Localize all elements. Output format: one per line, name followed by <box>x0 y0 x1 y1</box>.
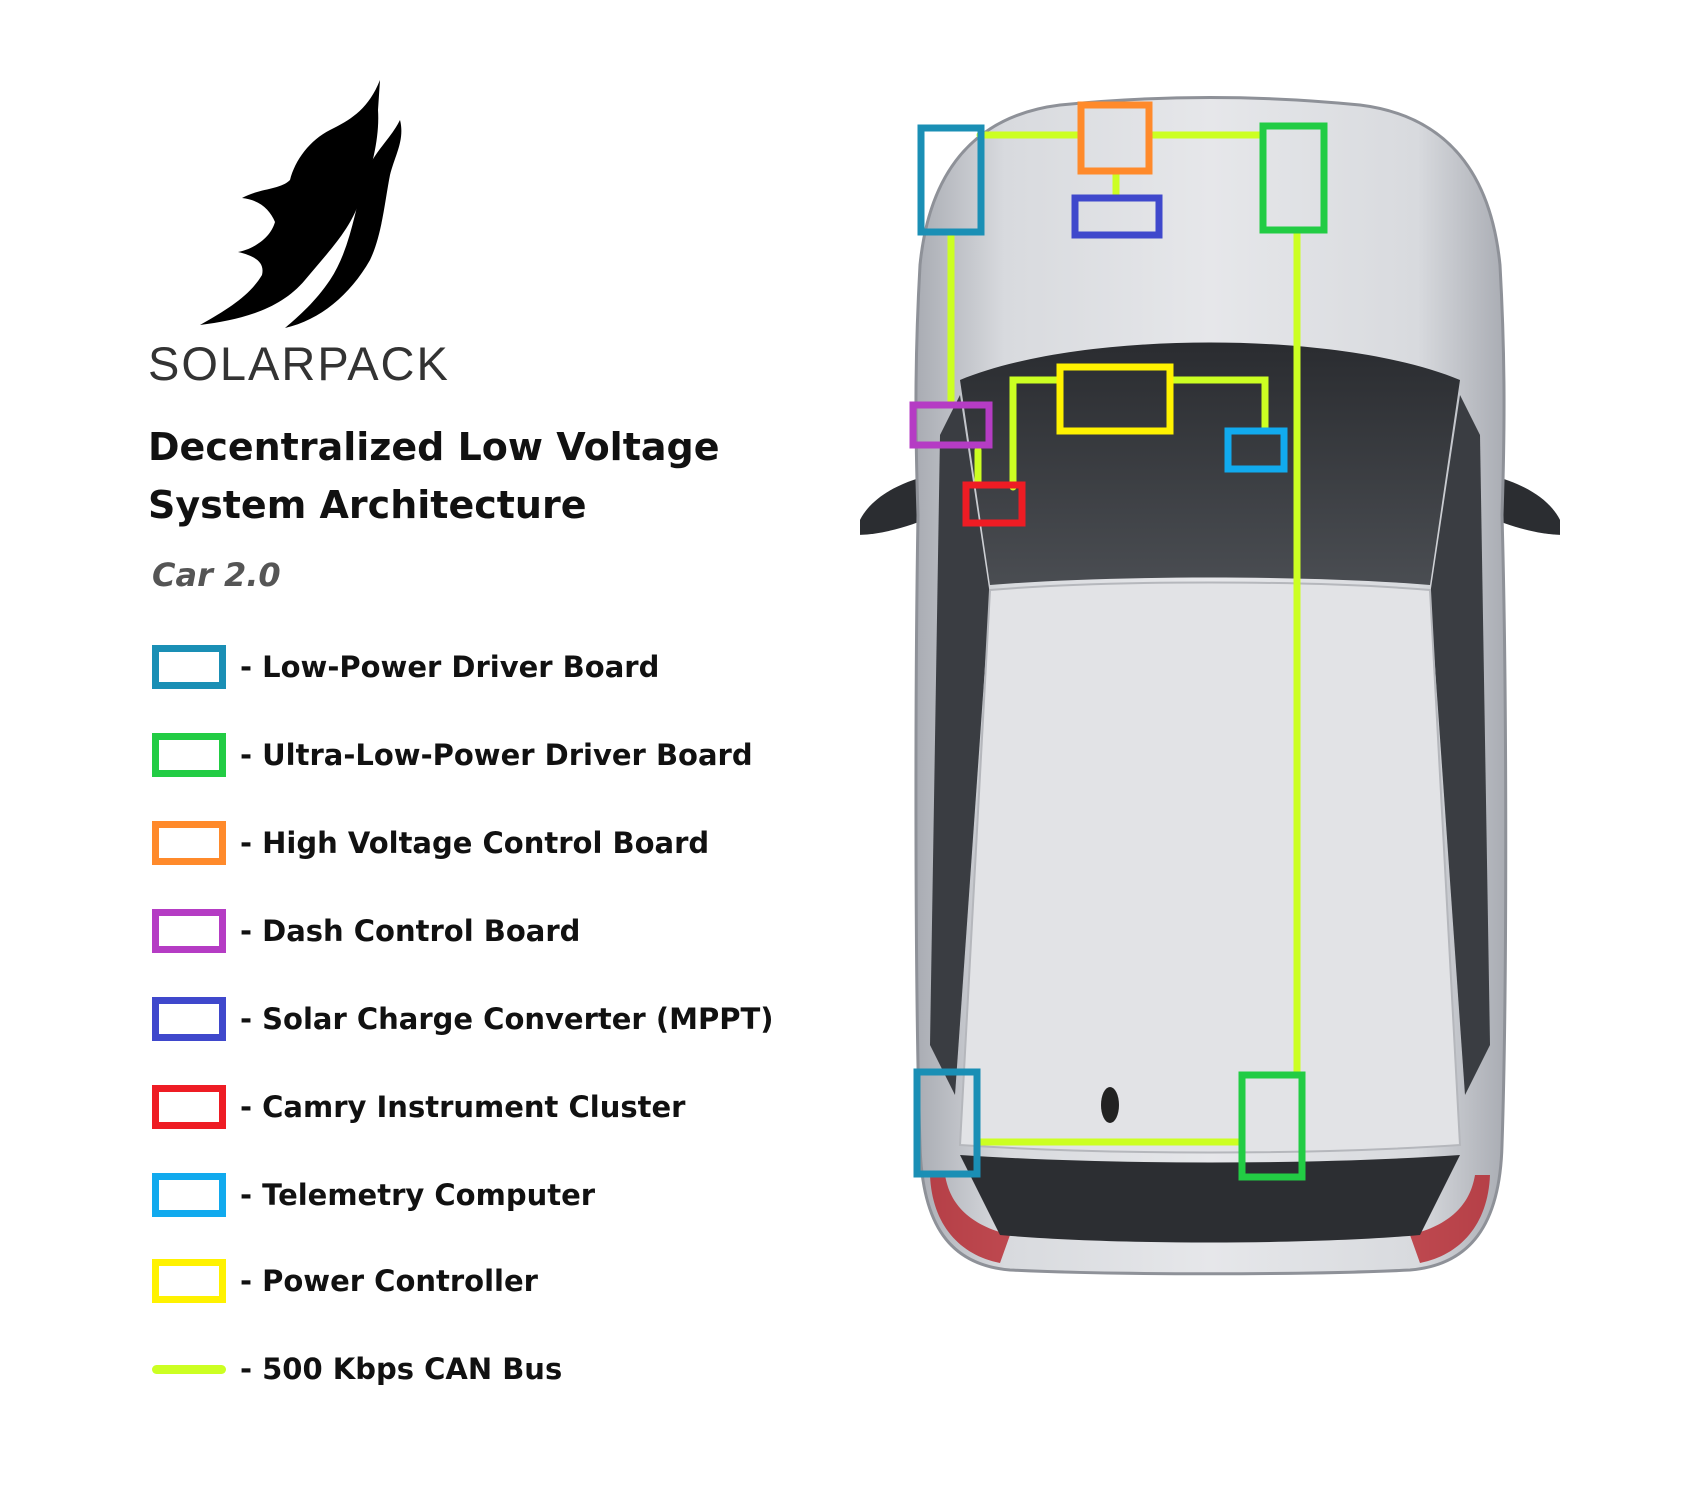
antenna <box>1101 1087 1119 1123</box>
legend-swatch <box>152 1259 226 1303</box>
legend-label: - High Voltage Control Board <box>240 826 709 860</box>
legend-item-low-power-driver: - Low-Power Driver Board <box>152 640 659 694</box>
legend-label: - Low-Power Driver Board <box>240 650 659 684</box>
legend-item-instrument-cluster: - Camry Instrument Cluster <box>152 1080 685 1134</box>
legend-item-can-bus: - 500 Kbps CAN Bus <box>152 1342 562 1396</box>
legend-label: - Telemetry Computer <box>240 1178 595 1212</box>
rear-window <box>960 1155 1460 1243</box>
subtitle: Car 2.0 <box>152 556 281 594</box>
legend-swatch <box>152 997 226 1041</box>
legend-item-telemetry: - Telemetry Computer <box>152 1168 595 1222</box>
legend-item-power-controller: - Power Controller <box>152 1254 538 1308</box>
legend-item-mppt: - Solar Charge Converter (MPPT) <box>152 992 773 1046</box>
legend-item-ultra-low-power-driver: - Ultra-Low-Power Driver Board <box>152 728 753 782</box>
legend-swatch <box>152 645 226 689</box>
roof <box>960 583 1460 1153</box>
legend-swatch <box>152 1085 226 1129</box>
legend-label: - Dash Control Board <box>240 914 580 948</box>
legend-item-high-voltage-control: - High Voltage Control Board <box>152 816 709 870</box>
legend-swatch <box>152 909 226 953</box>
wolf-silhouette-icon <box>200 80 440 330</box>
legend-label: - Solar Charge Converter (MPPT) <box>240 1002 773 1036</box>
title-line-2: System Architecture <box>148 476 788 534</box>
legend-swatch <box>152 733 226 777</box>
legend-label: - Power Controller <box>240 1264 538 1298</box>
page-title: Decentralized Low Voltage System Archite… <box>148 418 788 534</box>
legend-label: - 500 Kbps CAN Bus <box>240 1352 562 1386</box>
title-line-1: Decentralized Low Voltage <box>148 418 788 476</box>
legend-label: - Ultra-Low-Power Driver Board <box>240 738 753 772</box>
legend-swatch <box>152 1173 226 1217</box>
legend-item-dash-control: - Dash Control Board <box>152 904 580 958</box>
brand-name: SOLARPACK <box>148 336 450 391</box>
legend-swatch-line <box>152 1365 226 1374</box>
legend-label: - Camry Instrument Cluster <box>240 1090 685 1124</box>
car-top-view <box>860 95 1560 1395</box>
legend-swatch <box>152 821 226 865</box>
